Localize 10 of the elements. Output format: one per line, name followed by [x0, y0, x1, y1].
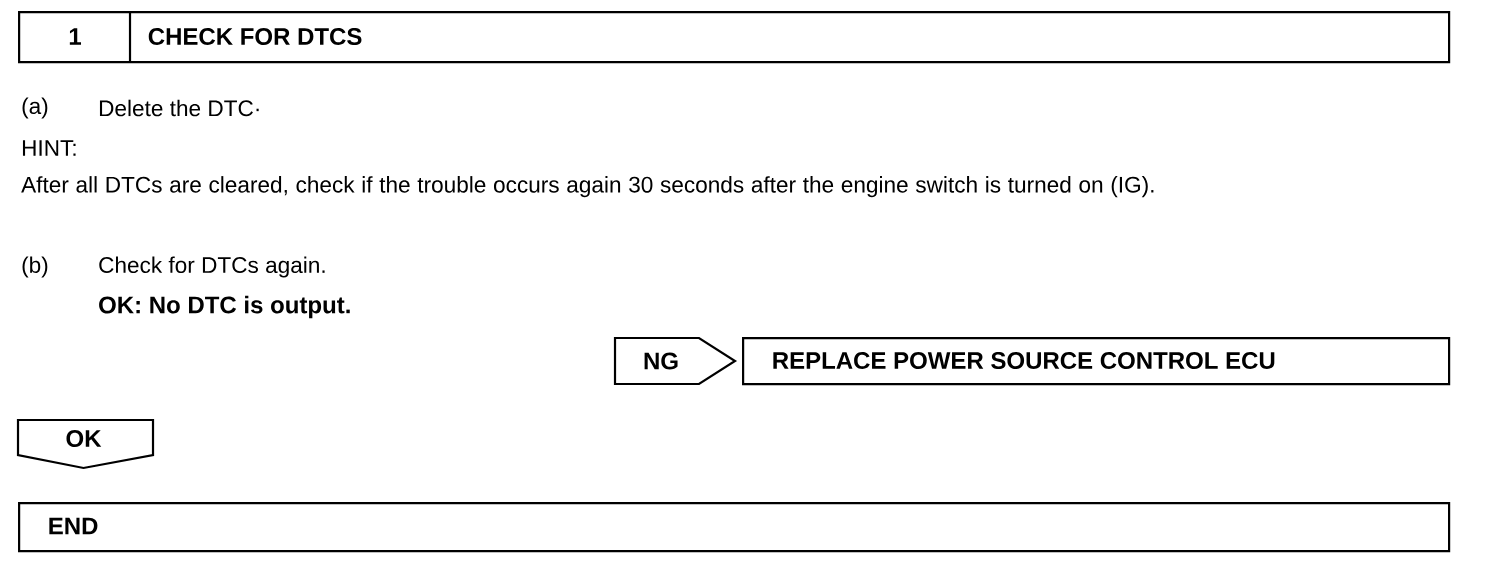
result-box: END [18, 502, 1451, 553]
step-header-box: 1 CHECK FOR DTCS [18, 11, 1451, 64]
ok-condition: OK: No DTC is output. [99, 295, 350, 319]
instruction-text: Check for DTCs again. [99, 256, 325, 278]
step-letter: (b) [22, 256, 48, 278]
hint-heading: HINT: [22, 140, 76, 156]
result-box: REPLACE POWER SOURCE CONTROL ECU [742, 337, 1451, 386]
step-letter: (a) [22, 97, 48, 119]
instruction-text: Delete the DTC· [99, 99, 259, 117]
hint-text: After all DTCs are cleared, check if the trouble occurs again 30 seconds after the engine switch is turned on (IG). [21, 176, 1154, 198]
